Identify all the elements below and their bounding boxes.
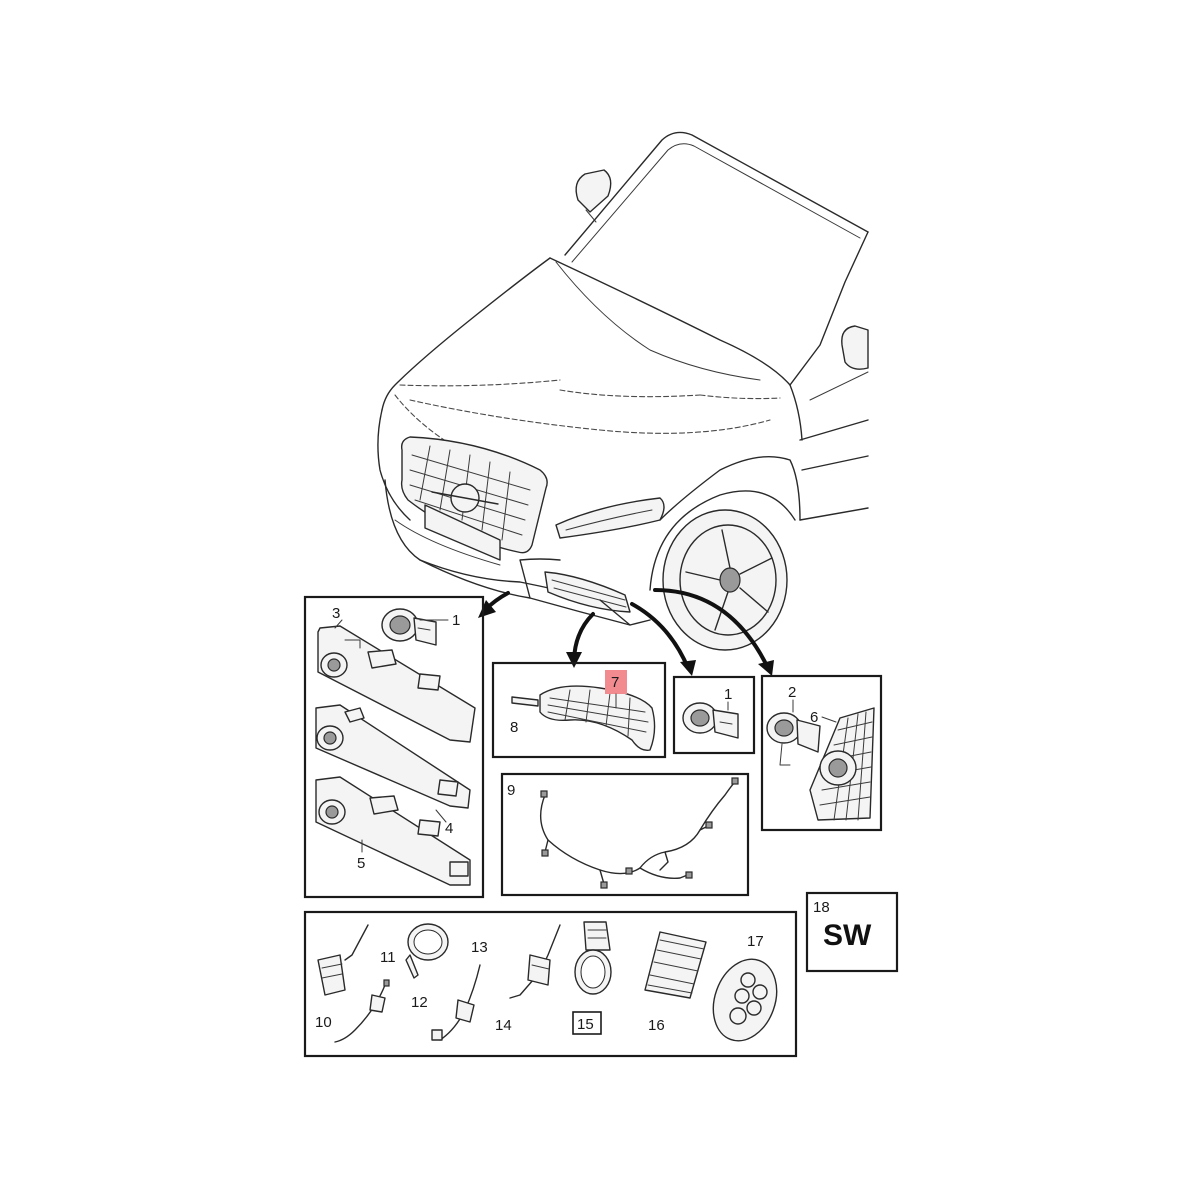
box-sensor-brackets xyxy=(303,595,485,899)
callout-1b: 1 xyxy=(724,686,732,703)
callout-17: 17 xyxy=(747,933,764,950)
arrow-to-box-c xyxy=(630,602,696,676)
bracket-part-4 xyxy=(315,704,471,809)
box-wiring-harness xyxy=(500,772,750,897)
tape-part-16 xyxy=(644,931,707,999)
callout-2: 2 xyxy=(788,684,796,701)
sensor-part-1 xyxy=(381,608,437,646)
sensor-holder-part-6 xyxy=(809,707,875,821)
callout-15: 15 xyxy=(577,1016,594,1033)
callout-1a: 1 xyxy=(452,612,460,629)
highlighted-callout-7 xyxy=(605,670,627,694)
clip-part-14 xyxy=(509,924,561,999)
callout-8: 8 xyxy=(510,719,518,736)
callout-16: 16 xyxy=(648,1017,665,1034)
callout-10: 10 xyxy=(315,1014,332,1031)
callout-11: 11 xyxy=(380,949,396,966)
boxed-callout-15-frame xyxy=(572,1011,602,1035)
bracket-part-5 xyxy=(315,776,471,886)
grommet-part-17 xyxy=(712,958,778,1042)
callout-14: 14 xyxy=(495,1017,512,1034)
grille-insert-part-7 xyxy=(511,685,656,751)
callout-5: 5 xyxy=(357,855,365,872)
software-badge: SW xyxy=(823,919,872,952)
car-front-illustration xyxy=(377,131,869,651)
callout-3: 3 xyxy=(332,605,340,622)
callout-7: 7 xyxy=(611,674,619,691)
callout-4: 4 xyxy=(445,820,453,837)
bracket-part-3 xyxy=(317,625,476,743)
callout-18: 18 xyxy=(813,899,830,916)
clip-part-15 xyxy=(574,921,612,995)
arrow-to-box-b xyxy=(566,612,595,668)
box-fasteners xyxy=(303,910,798,1058)
callout-12: 12 xyxy=(411,994,428,1011)
callout-9: 9 xyxy=(507,782,515,799)
box-sensor-holder xyxy=(760,674,883,832)
callout-6: 6 xyxy=(810,709,818,726)
box-parking-sensor xyxy=(672,675,756,755)
cable-tie-part-13 xyxy=(431,964,481,1041)
hose-clamp-part-12 xyxy=(405,923,449,979)
wiring-harness-part-9 xyxy=(540,777,739,889)
box-grille-insert xyxy=(491,661,667,759)
arrow-to-box-d xyxy=(653,588,774,676)
sensor-part-1b xyxy=(682,702,739,739)
cable-tie-part-10 xyxy=(317,924,390,1043)
callout-13: 13 xyxy=(471,939,488,956)
sensor-part-2 xyxy=(766,712,821,766)
box-software xyxy=(805,891,899,973)
